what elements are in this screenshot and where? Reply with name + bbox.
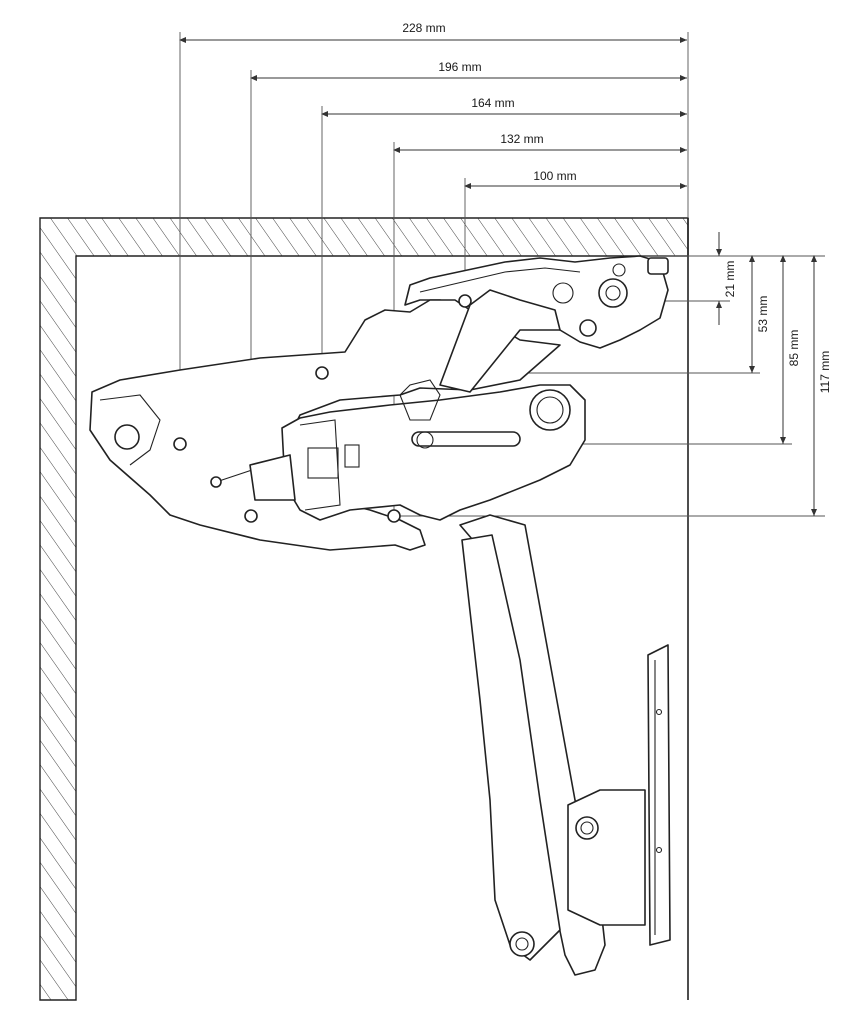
dim-label-53: 53 mm: [756, 296, 770, 333]
mounting-hole-icon: [244, 509, 258, 523]
lift-mechanism-drawing: [89, 255, 671, 976]
dim-label-85: 85 mm: [787, 330, 801, 367]
dim-label-21: 21 mm: [723, 261, 737, 298]
mounting-hole-icon: [315, 366, 329, 380]
mounting-hole-icon: [173, 437, 187, 451]
dim-label-196: 196 mm: [438, 60, 481, 74]
dim-label-164: 164 mm: [471, 96, 514, 110]
mounting-hole-icon: [458, 294, 472, 308]
dim-label-117: 117 mm: [818, 351, 832, 393]
horizontal-dimensions: 228 mm 196 mm 164 mm 132 mm 100 mm: [179, 21, 689, 540]
dim-label-100: 100 mm: [533, 169, 576, 183]
mounting-hole-icon: [387, 509, 401, 523]
dim-label-132: 132 mm: [500, 132, 543, 146]
dim-label-228: 228 mm: [402, 21, 445, 35]
